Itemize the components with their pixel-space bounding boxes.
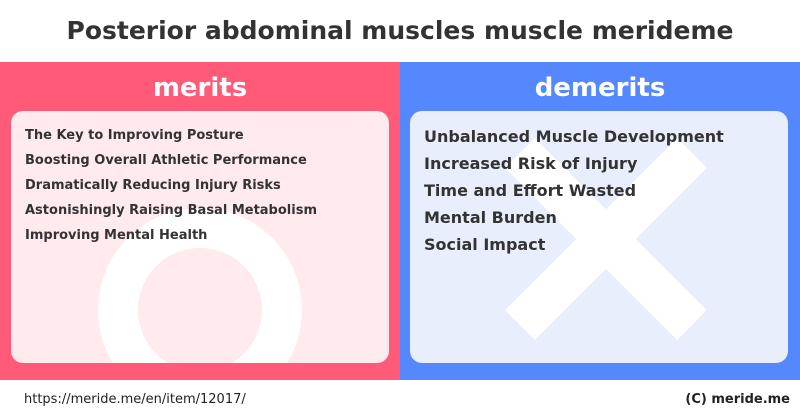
demerits-list: Unbalanced Muscle Development Increased … xyxy=(424,123,724,258)
merits-list: The Key to Improving Posture Boosting Ov… xyxy=(25,123,317,248)
list-item: Boosting Overall Athletic Performance xyxy=(25,153,307,168)
list-item: Unbalanced Muscle Development xyxy=(424,127,724,146)
list-item: Mental Burden xyxy=(424,208,557,227)
merits-box: The Key to Improving Posture Boosting Ov… xyxy=(11,111,389,363)
list-item: Social Impact xyxy=(424,235,546,254)
list-item: Improving Mental Health xyxy=(25,228,208,243)
demerits-box: Unbalanced Muscle Development Increased … xyxy=(410,111,788,363)
list-item: The Key to Improving Posture xyxy=(25,128,244,143)
page-title: Posterior abdominal muscles muscle merid… xyxy=(66,16,734,45)
circle-icon xyxy=(98,208,302,363)
list-item: Dramatically Reducing Injury Risks xyxy=(25,178,281,193)
copyright: (C) meride.me xyxy=(685,392,790,407)
demerits-panel: demerits Unbalanced Muscle Development I… xyxy=(400,62,800,380)
footer: https://meride.me/en/item/12017/ (C) mer… xyxy=(0,380,800,418)
demerits-heading: demerits xyxy=(534,73,666,103)
source-url[interactable]: https://meride.me/en/item/12017/ xyxy=(24,392,246,407)
merits-heading: merits xyxy=(152,73,248,103)
merits-panel: merits The Key to Improving Posture Boos… xyxy=(0,62,400,380)
list-item: Increased Risk of Injury xyxy=(424,154,638,173)
list-item: Time and Effort Wasted xyxy=(424,181,637,200)
cross-icon xyxy=(505,138,707,340)
list-item: Astonishingly Raising Basal Metabolism xyxy=(25,203,317,218)
